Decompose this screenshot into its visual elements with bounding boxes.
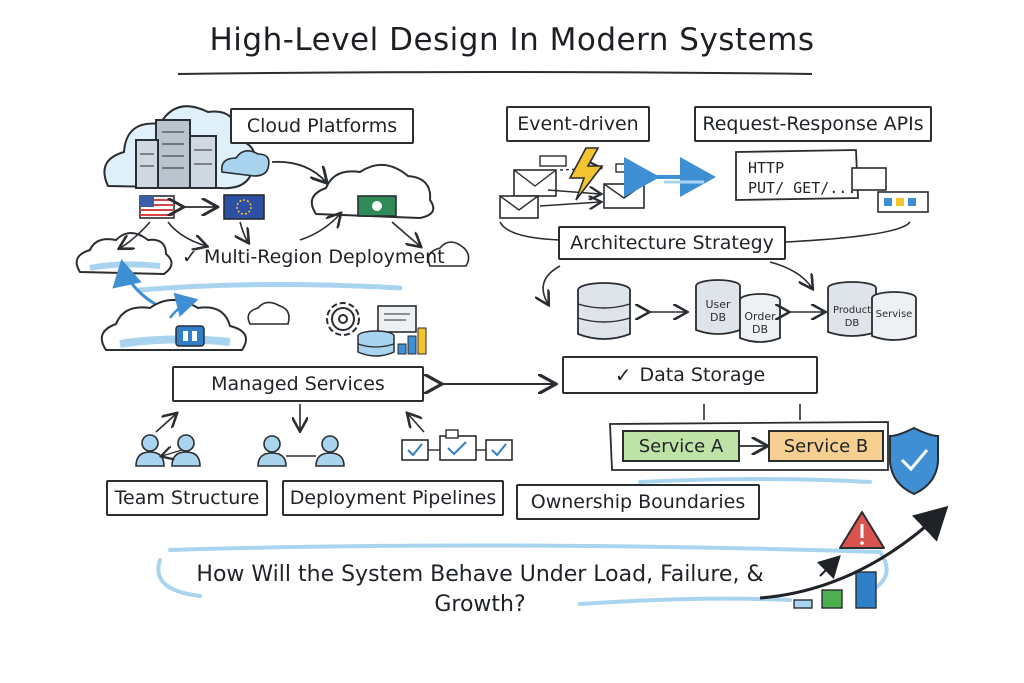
service-b-box: Service B	[768, 430, 884, 462]
person-icon	[315, 435, 345, 467]
person-icon	[135, 434, 165, 467]
deployment-pipelines-label: Deployment Pipelines	[289, 487, 497, 509]
envelope-icon	[513, 169, 557, 197]
ownership-boundaries-label: Ownership Boundaries	[530, 491, 746, 513]
architecture-strategy-box: Architecture Strategy	[558, 226, 786, 260]
order-db-label: Order DB	[744, 310, 776, 336]
ownership-boundaries-box: Ownership Boundaries	[516, 484, 760, 520]
service-a-box: Service A	[622, 430, 740, 462]
page-title: High-Level Design In Modern Systems	[209, 22, 815, 58]
event-driven-box: Event-driven	[506, 106, 650, 142]
multi-region-label: ✓ Multi-Region Deployment	[182, 246, 445, 268]
deployment-pipelines-box: Deployment Pipelines	[282, 480, 504, 516]
architecture-strategy-label: Architecture Strategy	[570, 232, 774, 254]
data-storage-box: ✓ Data Storage	[562, 356, 818, 394]
service-db-label: Servise	[875, 309, 913, 320]
service-a-label: Service A	[638, 435, 724, 457]
database-icon	[827, 281, 877, 337]
checkbox-icon	[401, 439, 429, 461]
managed-services-label: Managed Services	[211, 373, 385, 395]
request-response-box: Request-Response APIs	[694, 106, 932, 142]
user-db-label: User DB	[705, 298, 731, 324]
key-question: How Will the System Behave Under Load, F…	[150, 560, 810, 620]
flag-us-icon	[139, 195, 175, 219]
cloud-platforms-box: Cloud Platforms	[230, 108, 414, 144]
team-structure-box: Team Structure	[106, 480, 268, 516]
lightning-icon	[568, 147, 604, 201]
gear-icon	[326, 302, 360, 336]
http-methods-text: HTTP PUT/ GET/...	[748, 159, 857, 197]
key-question-line2: Growth?	[434, 592, 526, 617]
flag-eu-icon	[223, 194, 265, 220]
cloud-icon	[247, 301, 290, 325]
person-icon	[257, 435, 287, 467]
cloud-icon	[100, 299, 247, 351]
checkbox-icon	[439, 429, 477, 461]
cloud-icon	[220, 150, 270, 177]
person-icon	[171, 434, 201, 467]
database-icon	[357, 330, 395, 357]
shield-check-icon	[889, 426, 939, 496]
event-driven-label: Event-driven	[517, 113, 639, 135]
team-structure-label: Team Structure	[114, 487, 260, 509]
database-icon	[871, 291, 917, 341]
envelope-icon	[603, 183, 645, 209]
product-db-label: Product DB	[833, 305, 871, 329]
check-mark: ✓	[182, 246, 198, 268]
check-mark: ✓	[614, 363, 632, 387]
title-underline	[177, 71, 813, 75]
arrow-icon	[759, 505, 949, 600]
building-icon	[135, 119, 217, 189]
checkbox-icon	[485, 439, 513, 461]
warning-icon	[839, 511, 885, 549]
service-b-label: Service B	[783, 435, 869, 457]
cloud-platforms-label: Cloud Platforms	[246, 115, 398, 137]
bar-chart-icon	[793, 571, 877, 609]
envelope-icon	[499, 195, 539, 219]
request-response-label: Request-Response APIs	[702, 113, 924, 135]
cloud-icon	[427, 241, 470, 267]
key-question-line1: How Will the System Behave Under Load, F…	[196, 562, 764, 587]
bar-chart-icon	[397, 327, 427, 355]
database-icon	[695, 279, 741, 335]
managed-services-box: Managed Services	[172, 366, 424, 402]
data-storage-label: Data Storage	[639, 364, 766, 386]
database-icon	[739, 293, 781, 343]
cloud-icon	[310, 164, 435, 220]
database-icon	[577, 282, 631, 340]
